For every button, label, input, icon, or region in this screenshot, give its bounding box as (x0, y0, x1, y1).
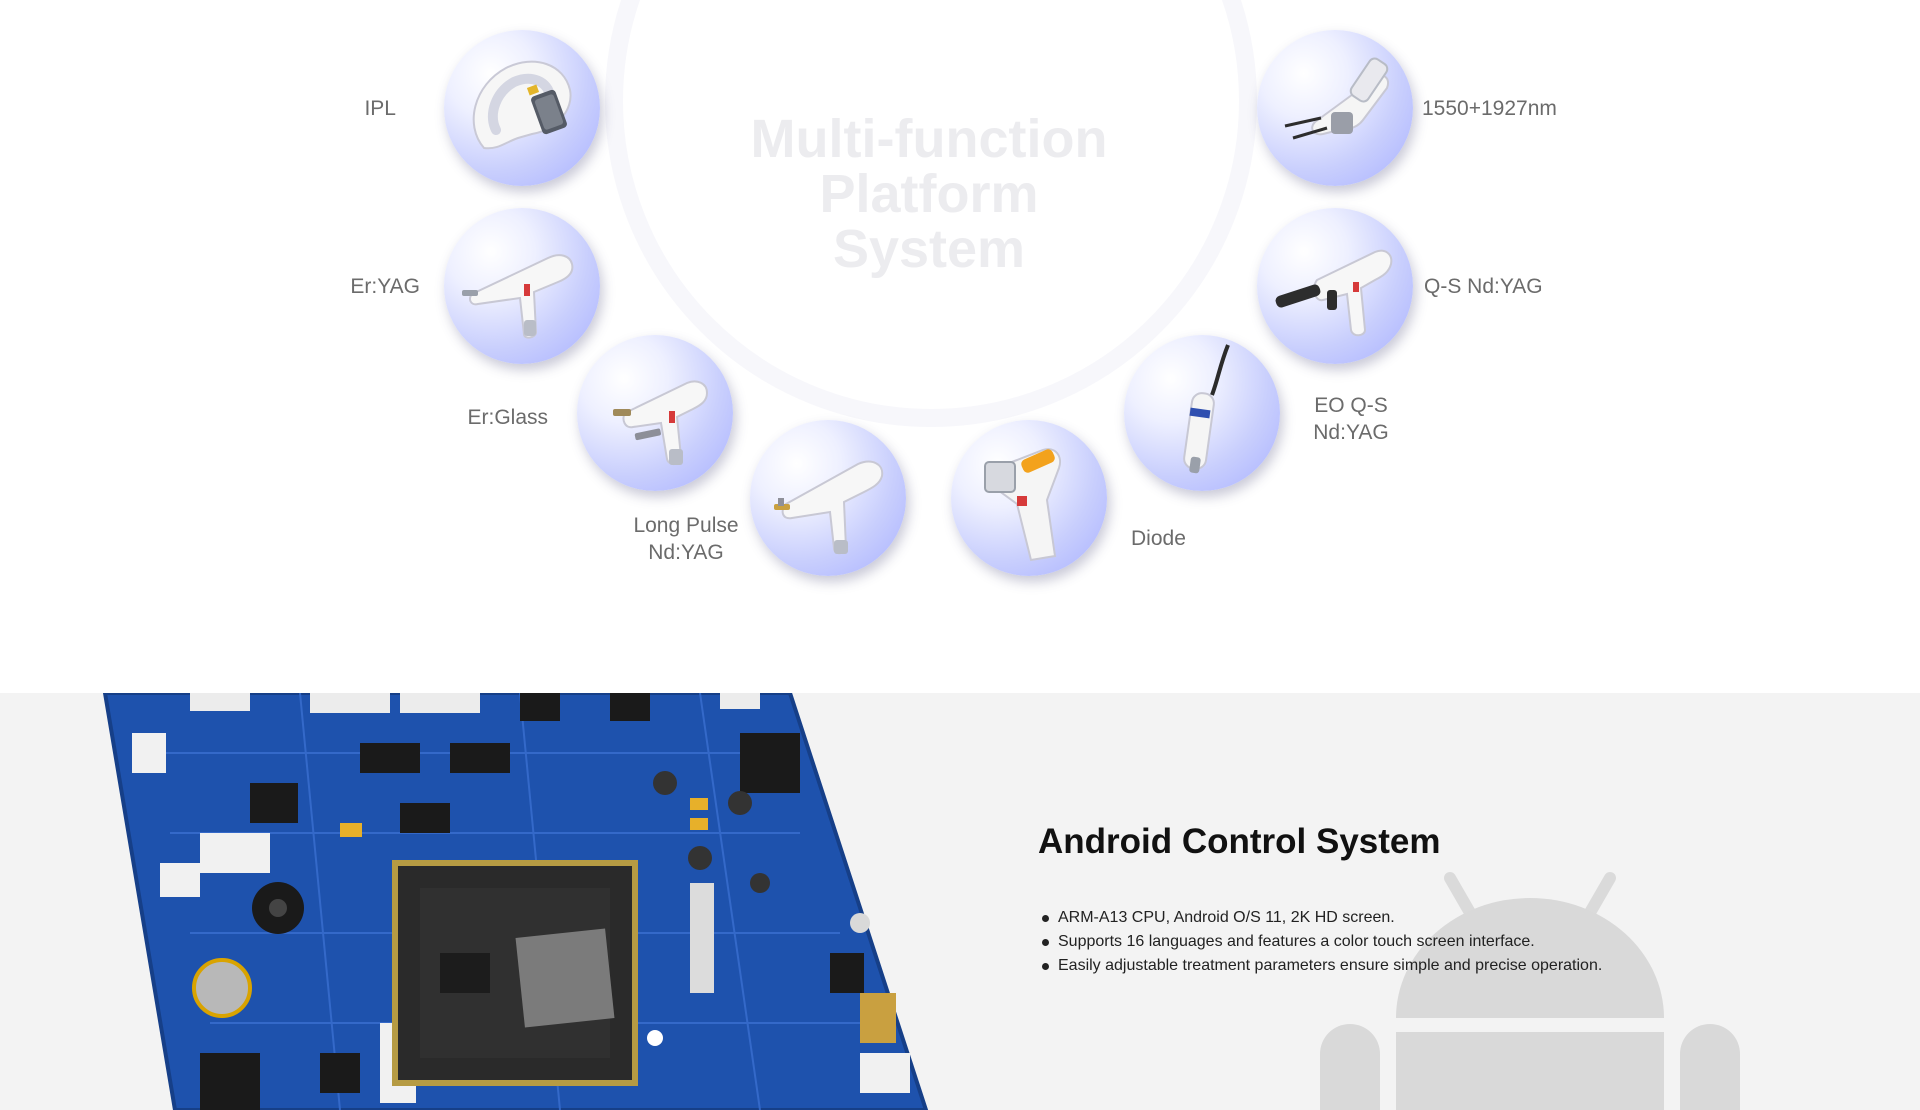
long-pulse-label: Long Pulse Nd:YAG (633, 514, 739, 564)
feature-text: Easily adjustable treatment parameters e… (1058, 957, 1603, 974)
ipl-handpiece-icon (472, 60, 572, 150)
eo-qs-label: EO Q-S Nd:YAG (1313, 394, 1389, 444)
android-control-section: Android Control System ARM-A13 CPU, Andr… (0, 693, 1920, 1110)
er-yag-handpiece-image (444, 208, 600, 364)
long-pulse-handpiece-image (750, 420, 906, 576)
ipl-label: IPL (364, 97, 396, 120)
feature-list: ARM-A13 CPU, Android O/S 11, 2K HD scree… (1038, 906, 1602, 978)
feature-item: Supports 16 languages and features a col… (1038, 930, 1602, 954)
er-glass-label: Er:Glass (467, 406, 548, 429)
feature-text: ARM-A13 CPU, Android O/S 11, 2K HD scree… (1058, 909, 1395, 926)
qs-ndyag-label: Q-S Nd:YAG (1424, 275, 1543, 298)
er-glass-handpiece-icon (613, 380, 709, 465)
diode-handpiece-image (951, 420, 1107, 576)
feature-text: Supports 16 languages and features a col… (1058, 933, 1535, 950)
ipl-handpiece-image (444, 30, 600, 186)
diode-label: Diode (1131, 527, 1186, 550)
fractional-handpiece-icon (1284, 57, 1389, 140)
feature-item: Easily adjustable treatment parameters e… (1038, 954, 1602, 978)
qs-ndyag-handpiece-icon (1275, 249, 1393, 337)
android-watermark-icon (1320, 872, 1740, 1110)
fractional-label: 1550+1927nm (1422, 97, 1557, 120)
multi-function-platform-section: Multi-function Platform System IPL Er:YA… (350, 0, 1557, 576)
bullet-icon (1042, 915, 1049, 922)
bullet-icon (1042, 939, 1049, 946)
er-glass-handpiece-image (577, 335, 733, 491)
eo-qs-handpiece-image (1124, 335, 1280, 491)
long-pulse-handpiece-icon (774, 460, 884, 555)
qs-ndyag-handpiece-image (1257, 208, 1413, 364)
watermark-title: Multi-function Platform System (750, 109, 1108, 279)
android-control-title: Android Control System (1038, 822, 1441, 861)
fractional-handpiece-image (1257, 30, 1413, 186)
er-yag-handpiece-icon (462, 254, 574, 339)
feature-item: ARM-A13 CPU, Android O/S 11, 2K HD scree… (1038, 906, 1602, 930)
circuit-board-image (102, 693, 929, 1110)
eo-qs-handpiece-icon (1183, 344, 1230, 474)
diode-handpiece-icon (984, 448, 1061, 562)
bullet-icon (1042, 963, 1049, 970)
er-yag-label: Er:YAG (350, 275, 420, 298)
